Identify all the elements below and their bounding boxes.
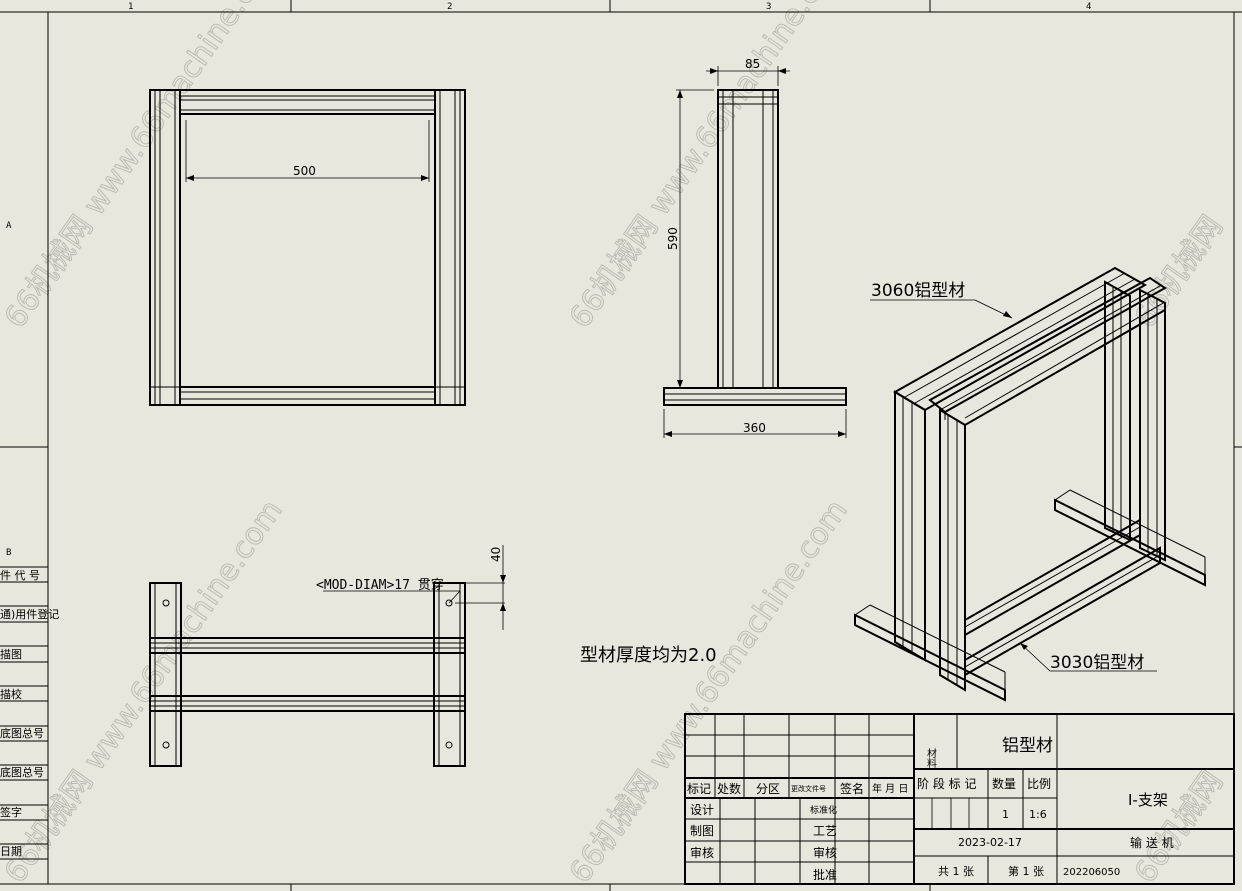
dim-top: 85 xyxy=(745,57,760,71)
side-label: 底图总号 xyxy=(0,765,44,779)
title-block-text: 审核 xyxy=(690,845,714,860)
iso-view: 3060铝型材 3030铝型材 xyxy=(854,266,1206,702)
svg-text:66机械网 www.66machine.com: 66机械网 www.66machine.com xyxy=(0,494,290,890)
dim-width: 500 xyxy=(293,164,316,178)
title-block-text: 更改文件号 xyxy=(791,784,826,793)
title-block-text: B xyxy=(6,548,11,558)
title-block-text: 比例 xyxy=(1027,777,1051,791)
dim-offset: 40 xyxy=(489,547,503,562)
material-value: 铝型材 xyxy=(1002,736,1053,756)
title-block-text: 1:6 xyxy=(1029,808,1047,821)
title-block-text: 标准化 xyxy=(810,804,837,816)
title-block-text: 数量 xyxy=(992,776,1016,791)
thickness-note: 型材厚度均为2.0 xyxy=(580,645,717,666)
title-block-text: 第 1 张 xyxy=(1008,864,1044,878)
title-block-text: 签名 xyxy=(840,781,864,796)
label-3030: 3030铝型材 xyxy=(1050,653,1144,673)
title-block-text: 材料 xyxy=(925,747,937,769)
front-view: 500 xyxy=(149,89,466,406)
side-label: 通)用件登记 xyxy=(0,607,59,621)
top-view: <MOD-DIAM>17 贯穿 40 xyxy=(149,545,506,767)
title-block-text: 阶 段 标 记 xyxy=(917,776,976,791)
title-block: 标记 处数 分区 更改文件号 签名 年 月 日 设计 制图 审核 标准化 工艺 … xyxy=(684,713,1235,885)
title-block-text: 制图 xyxy=(690,824,714,838)
title-block-text: 设计 xyxy=(690,803,714,817)
side-label: 描图 xyxy=(0,647,22,661)
side-view: 85 590 360 xyxy=(663,57,847,438)
title-block-text: 1 xyxy=(1002,808,1009,821)
title-block-text: 1 xyxy=(128,2,133,12)
title-block-text: 3 xyxy=(766,2,771,12)
svg-text:66机械网: 66机械网 xyxy=(1128,210,1230,335)
drawing-number: 202206050 xyxy=(1063,867,1120,878)
svg-text:66机械网 www.66machine.com: 66机械网 www.66machine.com xyxy=(563,0,855,335)
title-block-text: 审核 xyxy=(813,845,837,860)
svg-text:66机械网: 66机械网 xyxy=(1128,765,1230,890)
zone-markers: 1 2 3 4 A B xyxy=(6,2,1091,558)
title-block-text: 输 送 机 xyxy=(1130,835,1174,850)
title-block-text: 年 月 日 xyxy=(872,782,908,795)
side-label: 件 代 号 xyxy=(0,569,40,582)
side-label: 签字 xyxy=(0,805,22,819)
label-3060: 3060铝型材 xyxy=(871,281,965,301)
title-block-text: A xyxy=(6,221,12,231)
part-name: I-支架 xyxy=(1128,791,1168,809)
title-block-text: 标记 xyxy=(687,782,711,796)
side-table: 件 代 号 通)用件登记 描图 描校 底图总号 底图总号 签字 日期 xyxy=(0,566,59,860)
side-label: 日期 xyxy=(0,845,22,858)
title-block-text: 工艺 xyxy=(813,824,837,838)
title-block-text: 2 xyxy=(447,2,452,12)
hole-note: <MOD-DIAM>17 贯穿 xyxy=(316,577,444,593)
date: 2023-02-17 xyxy=(958,836,1022,849)
title-block-text: 批准 xyxy=(813,867,837,882)
title-block-text: 分区 xyxy=(756,782,780,796)
svg-text:66机械网 www.66machine.com: 66机械网 www.66machine.com xyxy=(0,0,290,335)
title-block-text: 处数 xyxy=(717,781,741,796)
side-label: 底图总号 xyxy=(0,726,44,740)
title-block-text: 4 xyxy=(1086,2,1091,12)
dim-base: 360 xyxy=(743,421,766,435)
side-label: 描校 xyxy=(0,687,22,701)
title-block-text: 共 1 张 xyxy=(938,865,974,878)
dim-height: 590 xyxy=(666,227,680,250)
